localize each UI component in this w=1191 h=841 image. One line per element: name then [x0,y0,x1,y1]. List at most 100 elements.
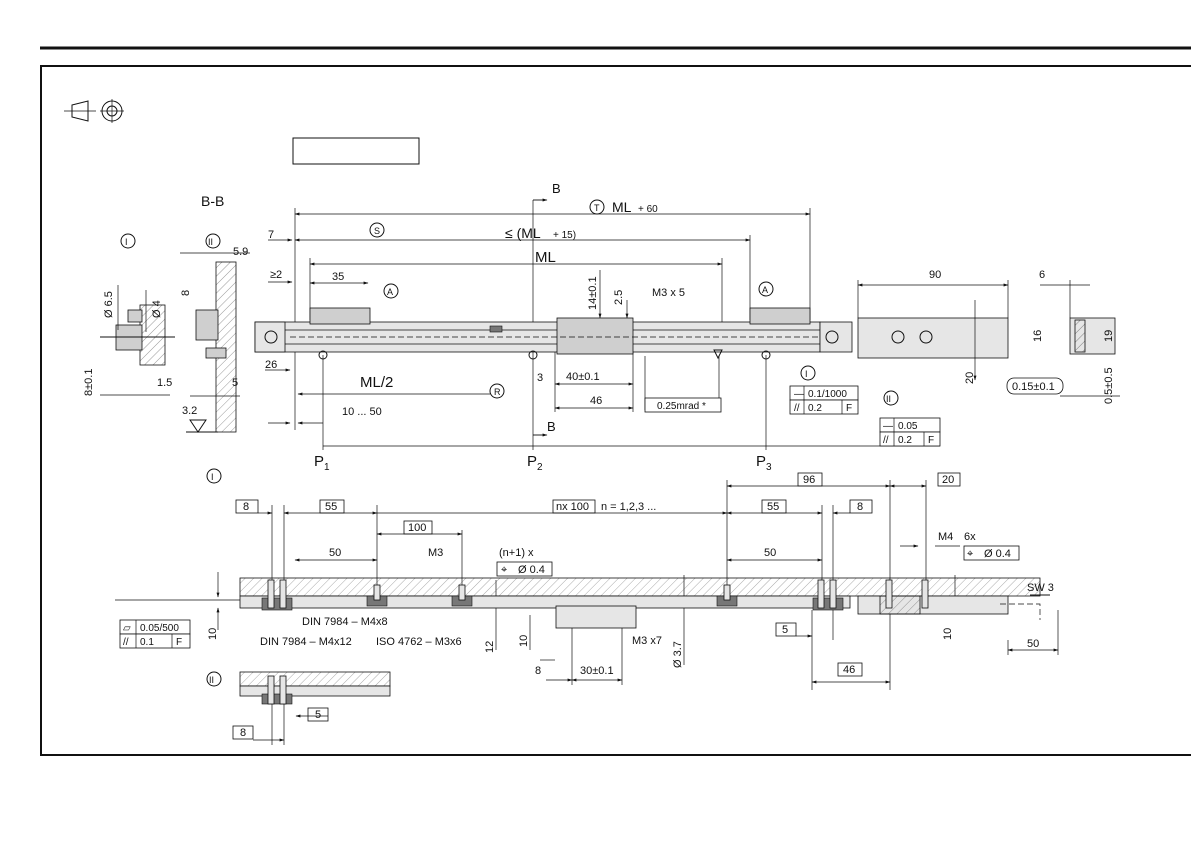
bdim-5: 5 [782,624,788,636]
dim-ml15-b: + 15) [553,230,576,241]
tolerance-frame-2: — // [879,417,941,447]
svg-text://: // [123,637,129,648]
bdim-6x: 6x [964,531,976,543]
dim-7: 7 [268,229,274,241]
point-p2: P2 [527,453,543,473]
bdim-50s: 50 [1027,638,1039,650]
dim-90: 90 [929,269,941,281]
bdim-n: n = 1,2,3 ... [601,501,656,513]
dim-10-50: 10 ... 50 [342,406,382,418]
section-detail-i [100,285,175,396]
dim-19: 19 [1103,330,1115,342]
marker-r: R [494,387,501,397]
bdim-phi2: Ø 0.4 [984,548,1011,560]
tol3-b: 0.1 [140,637,154,648]
bdim-m3: M3 [428,547,443,559]
projection-symbol-icon [64,99,124,123]
tol1-b: 0.2 [808,403,822,414]
roman-ii-mid: II [886,394,891,404]
point-p3: P3 [756,453,772,473]
section-detail-ii [180,252,250,433]
bdim-55r: 55 [767,501,779,513]
dim-d6-5: Ø 6.5 [103,291,115,318]
title-box [292,137,420,165]
dim-20: 20 [964,372,976,384]
svg-text:—: — [883,421,893,432]
roman-i-mid: I [805,369,808,379]
bdim-phi: Ø 0.4 [518,564,545,576]
marker-t: T [594,203,600,213]
dim-5: 5 [232,377,238,389]
roman-i-left: I [125,237,128,247]
marker-s: S [374,226,380,236]
bdim-55: 55 [325,501,337,513]
bottom-dimension-boxes [232,472,1020,740]
mounting-rail-section [239,577,1050,629]
encoder-scale-body [254,307,853,360]
bdim-96: 96 [803,474,815,486]
bdim-n1: (n+1) x [499,547,534,559]
dim-ml15-a: ≤ (ML [505,225,541,241]
dim-ml60-a: ML [612,199,632,215]
dim-3: 3 [537,372,543,384]
tol3-a: 0.05/500 [140,623,179,634]
bdim-30: 30±0.1 [580,665,614,677]
bdim-37: Ø 3.7 [672,641,684,668]
bdim-50r: 50 [764,547,776,559]
tol2-c: F [928,435,934,446]
tol3-c: F [176,637,182,648]
dim-ge2: ≥2 [270,269,282,281]
roman-i-bottom: I [211,472,214,482]
dim-m3x5: M3 x 5 [652,287,685,299]
bdim-8r: 8 [857,501,863,513]
bdim-8: 8 [243,501,249,513]
section-label: B-B [201,193,224,209]
position-icon: ⌖ [501,564,507,576]
dim-6: 6 [1039,269,1045,281]
bdim-ii8: 8 [240,727,246,739]
dim-1-5: 1.5 [157,377,172,389]
dim-d4: Ø 4 [151,300,163,318]
bdim-m3x7: M3 x7 [632,635,662,647]
roman-ii-left: II [208,237,213,247]
tol2-b: 0.2 [898,435,912,446]
bdim-46: 46 [843,664,855,676]
section-b-top: B [552,181,561,196]
dim-0-15: 0.15±0.1 [1012,381,1055,393]
dim-16: 16 [1032,330,1044,342]
dim-ml60-b: + 60 [638,204,658,215]
bdim-100: 100 [408,522,426,534]
dim-3-2: 3.2 [182,405,197,417]
bdim-din2: DIN 7984 – M4x12 [260,636,352,648]
tolerance-frame-3: ▱ // [119,619,191,649]
svg-text://: // [883,435,889,446]
tol1-a: 0.1/1000 [808,389,847,400]
bdim-10b: 10 [518,635,530,647]
bdim-10: 10 [207,628,219,640]
dim-ml: ML [535,249,556,266]
point-p1: P1 [314,453,330,473]
mounting-block-right [857,280,1120,397]
detail-ii-bottom [239,671,391,745]
bdim-8b: 8 [535,665,541,677]
dim-ml2: ML/2 [360,374,393,391]
svg-text://: // [794,403,800,414]
svg-text:▱: ▱ [123,623,131,634]
bdim-10r: 10 [942,628,954,640]
dim-mrad: 0.25mrad * [657,401,706,412]
drawing-frame [40,65,1191,756]
dim-8-01: 8±0.1 [83,369,95,396]
dim-14: 14±0.1 [587,276,599,310]
dim-5-9: 5.9 [233,246,248,258]
dimension-lines-top [265,198,940,450]
marker-a-right: A [762,285,768,295]
bdim-din1: DIN 7984 – M4x8 [302,616,388,628]
tol2-a: 0.05 [898,421,918,432]
section-b-bottom: B [547,419,556,434]
bdim-20: 20 [942,474,954,486]
dim-46: 46 [590,395,602,407]
dim-26: 26 [265,359,277,371]
bdim-m4: M4 [938,531,953,543]
bdim-iso: ISO 4762 – M3x6 [376,636,462,648]
